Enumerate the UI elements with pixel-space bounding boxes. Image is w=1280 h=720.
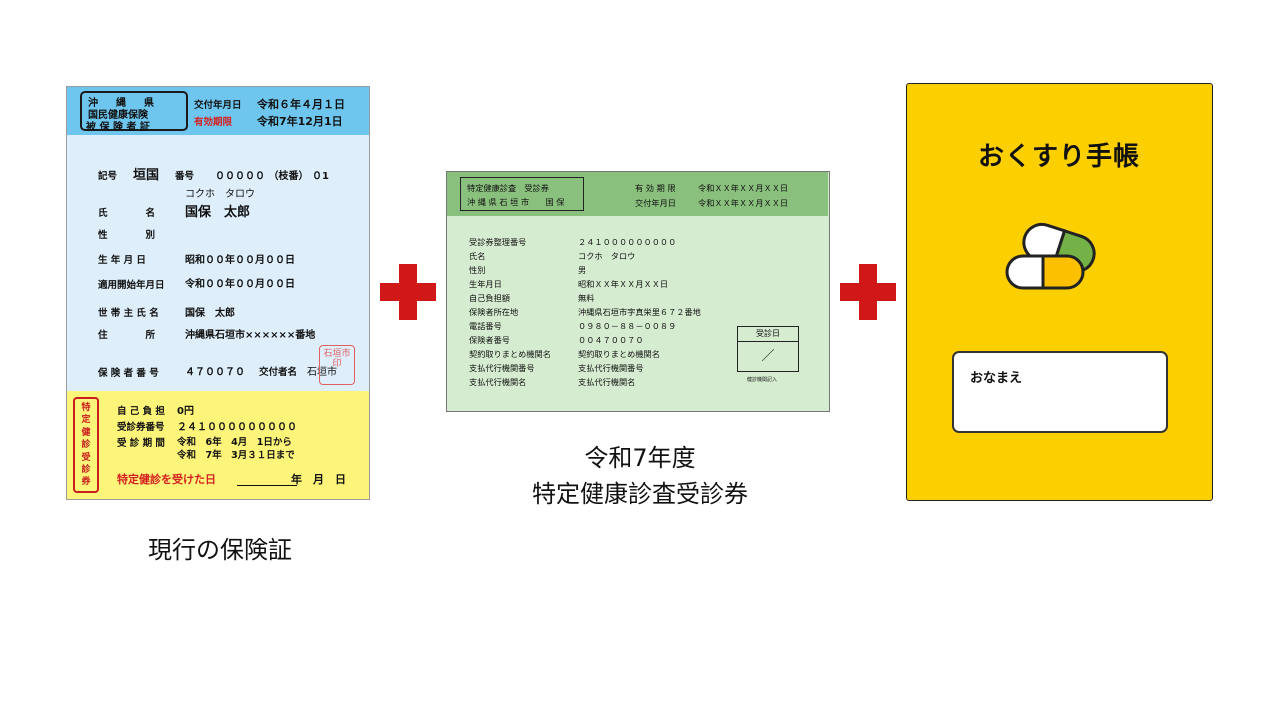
- checkup-caption-line2: 特定健康診査受診券: [532, 480, 748, 508]
- checkup-caption-line1: 令和7年度: [584, 444, 696, 472]
- side-label-char: 診: [81, 465, 91, 476]
- checkup-field-label: 受診券整理番号: [469, 237, 527, 247]
- expiry-label: 有効期限: [194, 117, 233, 128]
- issue-date-value: 令和６年４月１日: [257, 98, 345, 111]
- start-value: 令和００年００月００日: [185, 279, 295, 290]
- name-furigana: コクホ タロウ: [185, 189, 255, 200]
- notebook-title: おくすり手帳: [977, 142, 1140, 172]
- birth-label: 生 年 月 日: [98, 255, 146, 266]
- insurer-number-value: ４７００７０: [185, 367, 245, 378]
- side-label-char: 健: [81, 427, 91, 438]
- side-label-char: 受: [81, 452, 91, 463]
- checkup-field-label: 性別: [469, 265, 486, 275]
- checkup-ticket-card: 特定健康診査 受診券 沖 縄 県 石 垣 市 国 保 有 効 期 限 令和ＸＸ年…: [446, 171, 830, 412]
- checkup-title-box: 特定健康診査 受診券 沖 縄 県 石 垣 市 国 保: [460, 177, 584, 211]
- medicine-notebook: おくすり手帳 おなまえ: [906, 83, 1213, 501]
- name-field: おなまえ: [952, 351, 1168, 433]
- checkup-issue-value: 令和ＸＸ年ＸＸ月ＸＸ日: [698, 198, 789, 208]
- checkup-field-value: コクホ タロウ: [578, 251, 636, 261]
- start-label: 適用開始年月日: [98, 280, 165, 291]
- number-label: 番号: [175, 171, 195, 182]
- copay-value: 0円: [177, 406, 194, 417]
- checkup-field-label: 支払代行機関番号: [469, 363, 535, 373]
- insurance-title-line: 国民健康保険: [88, 110, 148, 121]
- exam-date-label: 受診日: [738, 327, 798, 342]
- checkup-field-value: ０９８０－８８－００８９: [578, 321, 677, 331]
- seal-stamp-icon: 石垣市印: [319, 345, 355, 385]
- side-label-char: 券: [81, 477, 91, 488]
- ticket-number-label: 受診券番号: [117, 422, 165, 433]
- issuer-value: 石垣市: [307, 367, 337, 378]
- side-label-char: 診: [81, 440, 91, 451]
- checkup-field-value: 支払代行機関番号: [578, 363, 644, 373]
- side-label-char: 定: [81, 415, 91, 426]
- insurance-title-line: 沖 縄 県: [88, 98, 158, 109]
- checkup-card-header: 特定健康診査 受診券 沖 縄 県 石 垣 市 国 保 有 効 期 限 令和ＸＸ年…: [447, 172, 828, 216]
- insurance-title-box: 沖 縄 県 国民健康保険 被 保 険 者 証: [80, 91, 188, 133]
- plus-icon: [380, 264, 436, 320]
- address-label: 住 所: [98, 330, 156, 341]
- side-label-char: 特: [81, 403, 91, 413]
- checkup-field-label: 契約取りまとめ機関名: [469, 349, 551, 359]
- expiry-value: 令和7年12月1日: [257, 115, 343, 128]
- issue-date-label: 交付年月日: [194, 100, 242, 111]
- checkup-field-value: 無料: [578, 293, 595, 303]
- number-value: ０００００ （枝番） ０1: [215, 171, 329, 182]
- checkup-field-label: 自己負担額: [469, 293, 510, 303]
- household-head-label: 世 帯 主 氏 名: [98, 308, 159, 319]
- birth-value: 昭和００年００月００日: [185, 255, 295, 266]
- pills-icon: [1005, 222, 1096, 290]
- checkup-expiry-label: 有 効 期 限: [635, 183, 676, 193]
- checkup-expiry-value: 令和ＸＸ年ＸＸ月ＸＸ日: [698, 183, 789, 193]
- household-head-value: 国保 太郎: [185, 308, 235, 319]
- exam-date-stamp-box: 受診日 ／: [737, 326, 799, 372]
- checkup-field-value: 沖縄県石垣市字真栄里６７２番地: [578, 307, 701, 317]
- symbol-value: 垣国: [133, 168, 160, 183]
- checkup-date-label: 特定健診を受けた日: [117, 473, 216, 486]
- name-field-label: おなまえ: [970, 371, 1023, 386]
- checkup-field-label: 保険者所在地: [469, 307, 519, 317]
- checkup-fields: 受診券整理番号 ２４１０００００００００ 氏名 コクホ タロウ性別 男生年月日 昭和ＸＸ年…: [447, 172, 829, 411]
- checkup-field-label: 保険者番号: [469, 335, 510, 345]
- checkup-field-value: 男: [578, 265, 587, 275]
- checkup-field-label: 支払代行機関名: [469, 377, 527, 387]
- checkup-title-line: 特定健康診査 受診券: [467, 183, 549, 193]
- address-value: 沖縄県石垣市××××××番地: [185, 330, 316, 341]
- checkup-field-value: 契約取りまとめ機関名: [578, 349, 660, 359]
- symbol-label: 記号: [98, 171, 118, 182]
- name-value: 国保 太郎: [185, 205, 251, 220]
- copay-label: 自 己 負 担: [117, 406, 165, 417]
- checkup-field-value: 昭和ＸＸ年ＸＸ月ＸＸ日: [578, 279, 669, 289]
- checkup-field-value: ００４７００７０: [578, 335, 644, 345]
- exam-date-slash: ／: [761, 349, 775, 364]
- checkup-title-line: 沖 縄 県 石 垣 市 国 保: [467, 197, 565, 207]
- insurance-title-line: 被 保 険 者 証: [86, 122, 150, 133]
- checkup-field-label: 電話番号: [469, 321, 502, 331]
- ticket-number-value: ２４１０００００００００: [177, 422, 297, 433]
- insurance-caption: 現行の保険証: [148, 536, 292, 564]
- checkup-date-value: 年 月 日: [291, 473, 346, 486]
- insurance-card-header: 沖 縄 県 国民健康保険 被 保 険 者 証 交付年月日 令和６年４月１日 有効…: [67, 87, 369, 135]
- plus-icon: [840, 264, 896, 320]
- gender-label: 性 別: [98, 230, 156, 241]
- period-to: 令和 7年 3月３１日まで: [177, 450, 295, 461]
- checkup-field-value: ２４１０００００００００: [578, 237, 677, 247]
- checkup-issue-label: 交付年月日: [635, 198, 676, 208]
- checkup-field-label: 氏名: [469, 251, 486, 261]
- checkup-field-label: 生年月日: [469, 279, 502, 289]
- date-underline: [237, 485, 297, 486]
- period-label: 受 診 期 間: [117, 438, 165, 449]
- checkup-field-value: 支払代行機関名: [578, 377, 636, 387]
- insurance-card: 沖 縄 県 国民健康保険 被 保 険 者 証 交付年月日 令和６年４月１日 有効…: [66, 86, 370, 500]
- exam-facility-note: 健診機関記入: [747, 377, 778, 383]
- issuer-label: 交付者名: [259, 367, 298, 378]
- period-from: 令和 6年 4月 1日から: [177, 437, 292, 448]
- insurance-checkup-section: 特定健診受診券 自 己 負 担 0円 受診券番号 ２４１０００００００００ 受 …: [67, 391, 369, 499]
- checkup-ticket-side-label: 特定健診受診券: [73, 397, 99, 493]
- insurer-number-label: 保 険 者 番 号: [98, 368, 159, 379]
- name-label: 氏 名: [98, 208, 156, 219]
